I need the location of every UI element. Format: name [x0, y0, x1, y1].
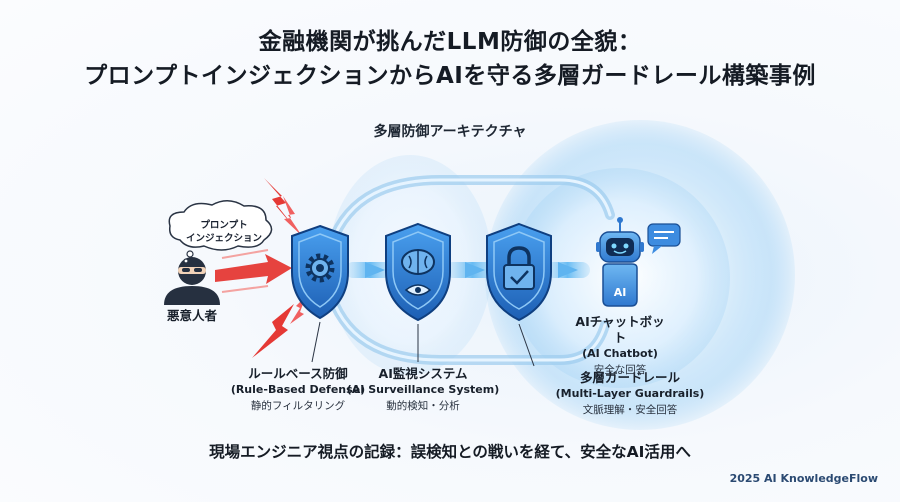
bottom-caption: 現場エンジニア視点の記録：誤検知との戦いを経て、安全なAI活用へ — [209, 443, 691, 461]
attacker-figure — [164, 257, 220, 305]
data-flow-pipes — [330, 175, 615, 365]
credit-text: 2025 AI KnowledgeFlow — [729, 472, 878, 485]
architecture-title: 多層防御アーキテクチャ — [373, 124, 527, 140]
page-title-line2: プロンプトインジェクションからAIを守る多層ガードレール構築事例 — [84, 63, 816, 89]
attacker-label: 悪意人者 — [166, 308, 217, 323]
rule-based-shield — [291, 224, 349, 320]
layer-label-ai-surveillance: AI監視システム (AI Surveillance System) 動的検知・分… — [346, 366, 500, 412]
guardrail-shield — [486, 222, 552, 322]
flow-beams — [345, 262, 590, 278]
chat-bubble-icon — [647, 223, 681, 254]
ai-badge: AI — [613, 286, 627, 299]
ai-surveillance-shield — [385, 222, 451, 322]
ai-chatbot-robot — [596, 217, 644, 307]
prompt-injection-label: プロンプト インジェクション — [185, 220, 262, 244]
lock-icon — [503, 246, 535, 290]
prompt-injection-bubble — [168, 200, 273, 264]
page-title-line1: 金融機関が挑んだLLM防御の全貌： — [258, 29, 642, 55]
chatbot-label: AIチャットボット (AI Chatbot) 安全な回答 — [575, 314, 665, 376]
label-connectors — [311, 321, 535, 367]
gear-icon — [305, 253, 335, 283]
brain-eye-icon — [401, 249, 435, 296]
attack-arrows — [215, 178, 306, 358]
lightning-bolt-icon — [252, 304, 294, 358]
layer-label-rule-based: ルールベース防御 (Rule-Based Defense) 静的フィルタリング — [230, 366, 366, 412]
layer-label-guardrails: 多層ガードレール (Multi-Layer Guardrails) 文脈理解・安… — [555, 370, 705, 416]
